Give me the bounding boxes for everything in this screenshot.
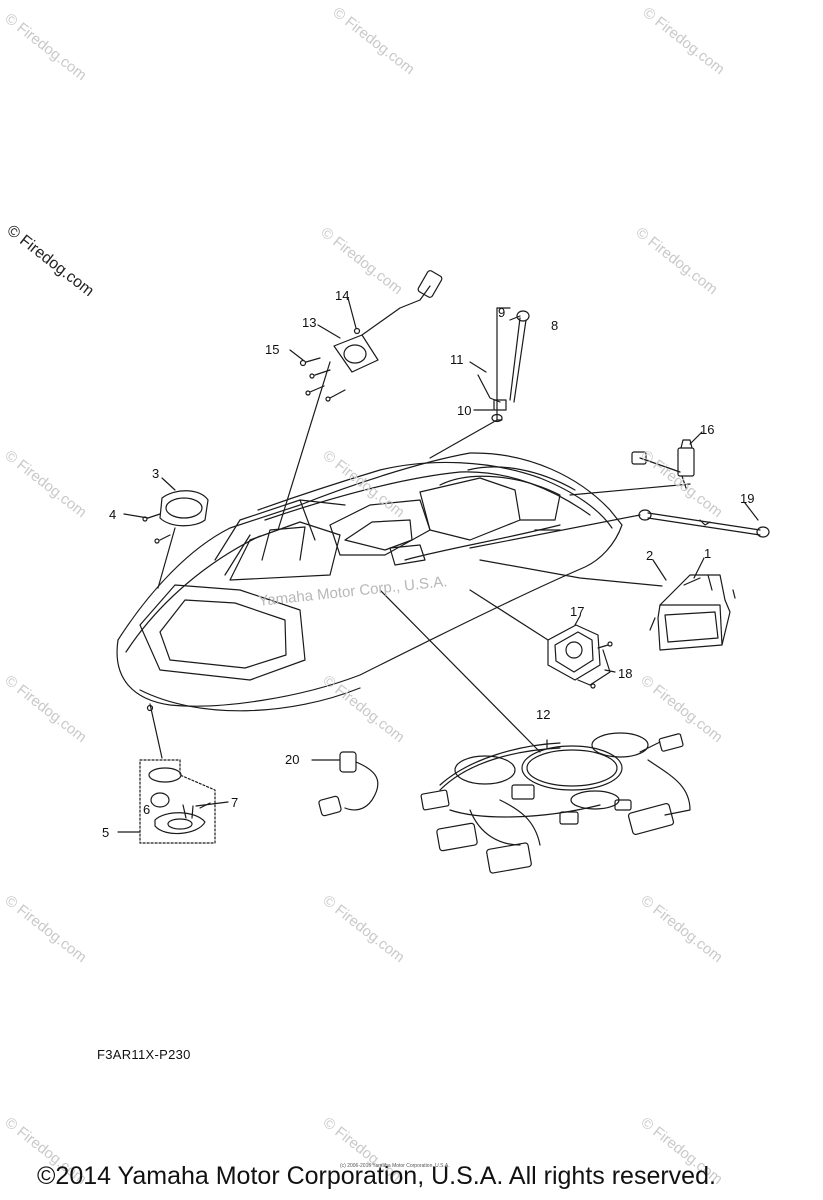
part-20-connector	[311, 751, 379, 817]
callout-6: 6	[143, 802, 151, 817]
callout-2: 2	[646, 548, 654, 563]
callout-17: 17	[570, 604, 585, 619]
callout-14: 14	[335, 288, 350, 303]
callout-16: 16	[700, 422, 715, 437]
part-13-plate	[277, 270, 443, 531]
fine-print: (c) 2006-2016 Yamaha Motor Corporation, …	[340, 1163, 450, 1169]
part-17-box	[469, 589, 613, 689]
copyright-footer: ©2014 Yamaha Motor Corporation, U.S.A. A…	[37, 1162, 716, 1190]
part-3-speaker	[142, 490, 209, 589]
leader-lines	[123, 297, 759, 807]
callout-4: 4	[109, 507, 117, 522]
callout-8: 8	[551, 318, 559, 333]
part-1-bracket	[479, 559, 736, 651]
part-16-sensor	[569, 439, 695, 496]
part-8-rod	[429, 307, 530, 459]
callout-1: 1	[704, 546, 712, 561]
callout-19: 19	[740, 491, 755, 506]
part-5-box	[117, 703, 216, 844]
callout-15: 15	[265, 342, 280, 357]
part-code: F3AR11X-P230	[97, 1047, 191, 1062]
callout-10: 10	[457, 403, 472, 418]
callout-12: 12	[536, 707, 551, 722]
callout-13: 13	[302, 315, 317, 330]
callout-20: 20	[285, 752, 300, 767]
callout-5: 5	[102, 825, 110, 840]
part-19-cable	[469, 509, 770, 549]
callout-3: 3	[152, 466, 160, 481]
boat-hull	[116, 452, 623, 712]
callout-7: 7	[231, 795, 239, 810]
part-12-harness	[379, 589, 691, 874]
callout-18: 18	[618, 666, 633, 681]
callout-11: 11	[450, 352, 464, 367]
callout-9: 9	[498, 305, 506, 320]
